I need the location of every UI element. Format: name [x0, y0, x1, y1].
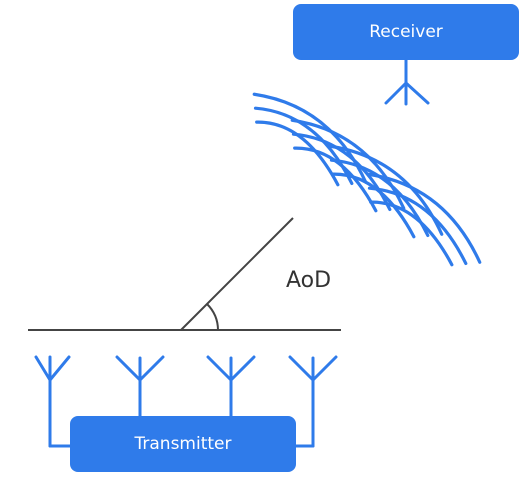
- departure-direction-line: [180, 217, 294, 331]
- receiver-box: Receiver: [293, 4, 519, 60]
- wave-arc-2-1: [293, 146, 378, 213]
- transmitter-antenna-3-icon: [206, 355, 256, 418]
- wave-arc-4-3: [366, 172, 482, 264]
- transmitter-antenna-2-icon: [115, 355, 165, 418]
- receiver-antenna-icon: [384, 58, 430, 106]
- wave-arc-4-1: [369, 200, 454, 267]
- aod-label: AoD: [286, 268, 332, 293]
- signal-waves-icon: [252, 92, 482, 267]
- wave-arc-1-2: [253, 106, 354, 186]
- transmitter-box: Transmitter: [70, 416, 296, 472]
- transmitter-antenna-4-icon: [288, 355, 338, 448]
- wave-arc-4-2: [367, 186, 468, 266]
- transmitter-label: Transmitter: [134, 434, 232, 454]
- receiver-label: Receiver: [369, 22, 443, 42]
- wave-arc-1-1: [255, 120, 340, 187]
- angle-arc-icon: [206, 303, 219, 331]
- wave-arc-2-3: [290, 118, 406, 210]
- transmitter-antenna-1-icon: [34, 355, 72, 448]
